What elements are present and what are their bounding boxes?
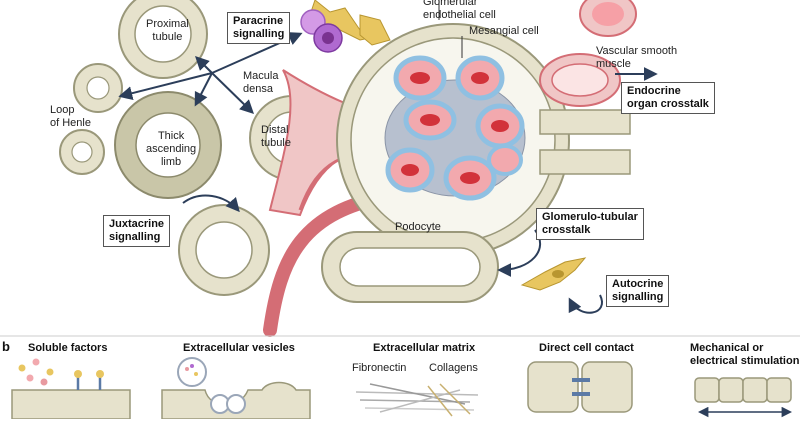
loop-of-henle-label: Loop of Henle bbox=[50, 104, 91, 129]
endocrine-vessel-top bbox=[579, 0, 637, 37]
endocrine-organ-crosstalk-box: Endocrine organ crosstalk bbox=[621, 82, 715, 114]
capillary-loops bbox=[385, 55, 525, 201]
paracrine-vesicles bbox=[300, 9, 343, 53]
glomerulus bbox=[336, 0, 570, 257]
paracrine-signalling-box: Paracrine signalling bbox=[227, 12, 291, 44]
vascular-smooth-muscle-label: Vascular smooth muscle bbox=[596, 45, 678, 70]
proximal-tubule-cross-section bbox=[118, 0, 208, 79]
loop-of-henle-cross-section-upper bbox=[73, 63, 123, 113]
proximal-tubule-label: Proximal tubule bbox=[146, 18, 189, 43]
proximal-tubule-outflow bbox=[539, 109, 631, 175]
distal-tubule-label: Distal tubule bbox=[261, 124, 291, 149]
soluble-factors-illustration bbox=[11, 358, 131, 420]
extracellular-vesicles-heading: Extracellular vesicles bbox=[183, 342, 295, 354]
glomerulo-tubular-crosstalk-box: Glomerulo-tubular crosstalk bbox=[536, 208, 644, 240]
direct-cell-contact-illustration bbox=[527, 361, 633, 413]
juxtacrine-signalling-box: Juxtacrine signalling bbox=[103, 215, 171, 247]
signalling-arrows bbox=[118, 32, 658, 314]
mesangial-cell-label: Mesangial cell bbox=[469, 25, 539, 37]
fibronectin-label: Fibronectin bbox=[352, 362, 407, 374]
autocrine-signalling-box: Autocrine signalling bbox=[606, 275, 670, 307]
mechanical-stimulation-illustration bbox=[694, 377, 793, 418]
thick-ascending-limb-cross-section bbox=[114, 91, 222, 199]
podocyte-label: Podocyte bbox=[395, 221, 441, 233]
mechanical-stimulation-heading: Mechanical or electrical stimulation bbox=[690, 342, 800, 367]
soluble-factors-heading: Soluble factors bbox=[28, 342, 108, 354]
glomerular-endothelial-cell-label: Glomerular endothelial cell bbox=[423, 0, 496, 21]
extracellular-matrix-heading: Extracellular matrix bbox=[373, 342, 476, 354]
extracellular-vesicles-illustration bbox=[161, 357, 311, 420]
panel-b-letter: b bbox=[2, 339, 10, 354]
macula-densa-label: Macula densa bbox=[243, 70, 279, 95]
vascular-smooth-muscle-vessel bbox=[539, 53, 621, 107]
fibroblast-autocrine bbox=[520, 257, 587, 291]
loop-of-henle-cross-section-lower bbox=[59, 129, 105, 175]
glomerulo-tubular-tubule bbox=[321, 231, 499, 303]
juxtacrine-tubule-cross-section bbox=[178, 204, 270, 296]
collagens-label: Collagens bbox=[429, 362, 478, 374]
extracellular-matrix-illustration bbox=[355, 383, 479, 417]
thick-ascending-limb-label: Thick ascending limb bbox=[146, 130, 197, 168]
direct-cell-contact-heading: Direct cell contact bbox=[539, 342, 634, 354]
